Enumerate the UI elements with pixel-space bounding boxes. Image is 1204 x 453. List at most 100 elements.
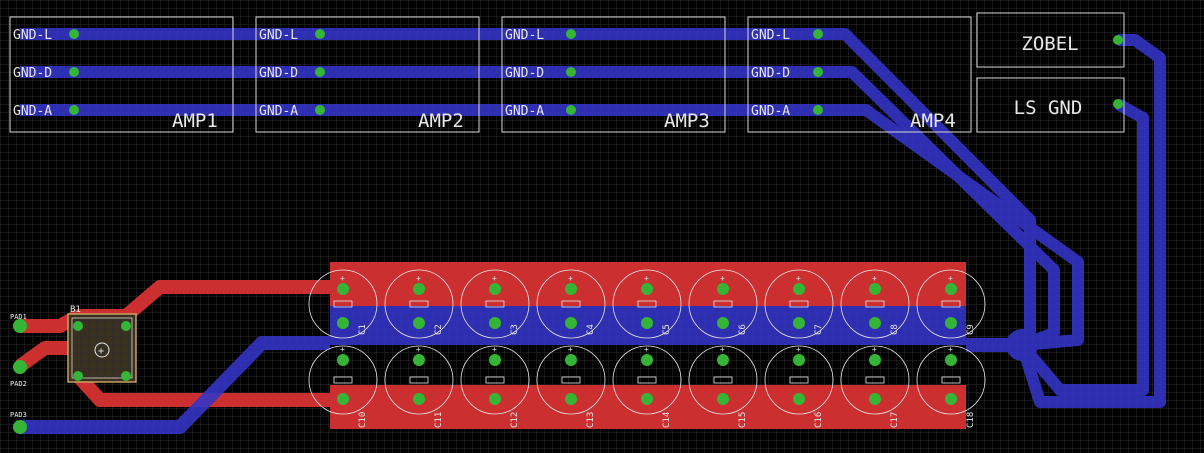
rectifier-pad[interactable] bbox=[121, 321, 131, 331]
capacitor-pad[interactable] bbox=[945, 393, 957, 405]
capacitor-pad[interactable] bbox=[793, 283, 805, 295]
capacitor-pad[interactable] bbox=[489, 393, 501, 405]
capacitor-pad[interactable] bbox=[869, 317, 881, 329]
capacitor-pad[interactable] bbox=[641, 317, 653, 329]
pad[interactable] bbox=[566, 29, 576, 39]
capacitor-pad[interactable] bbox=[565, 354, 577, 366]
capacitor-pad[interactable] bbox=[413, 393, 425, 405]
pad[interactable] bbox=[566, 67, 576, 77]
capacitor-pad[interactable] bbox=[869, 354, 881, 366]
input-pad[interactable] bbox=[13, 360, 27, 374]
capacitor-pad[interactable] bbox=[337, 354, 349, 366]
amp-label: AMP3 bbox=[664, 110, 710, 132]
pin-label: GND-L bbox=[505, 28, 544, 43]
capacitor: +C2 bbox=[384, 269, 454, 339]
capacitor-pad[interactable] bbox=[717, 283, 729, 295]
capacitor-pad[interactable] bbox=[489, 317, 501, 329]
capacitor-pad[interactable] bbox=[413, 317, 425, 329]
capacitor: +C16 bbox=[764, 345, 834, 428]
capacitor-pad[interactable] bbox=[717, 354, 729, 366]
rectifier-pad[interactable] bbox=[121, 371, 131, 381]
capacitor-pad[interactable] bbox=[945, 354, 957, 366]
capacitor-outline bbox=[536, 345, 606, 415]
pad[interactable] bbox=[813, 67, 823, 77]
capacitor-pad[interactable] bbox=[793, 317, 805, 329]
capacitor-pad[interactable] bbox=[641, 283, 653, 295]
capacitor-label: C5 bbox=[662, 324, 672, 335]
capacitor-pad[interactable] bbox=[337, 283, 349, 295]
capacitor-pad[interactable] bbox=[413, 354, 425, 366]
amp-outline bbox=[255, 16, 480, 133]
capacitor-pad[interactable] bbox=[413, 283, 425, 295]
capacitor-polarity-bar bbox=[789, 376, 809, 384]
capacitor-outline bbox=[460, 269, 530, 339]
rectifier-center-marker bbox=[94, 342, 110, 358]
capacitor-pad[interactable] bbox=[337, 317, 349, 329]
pad[interactable] bbox=[69, 67, 79, 77]
capacitor: + C5 bbox=[612, 269, 682, 339]
capacitor-pad[interactable] bbox=[793, 354, 805, 366]
capacitor-pad[interactable] bbox=[717, 393, 729, 405]
capacitor-label: C15 bbox=[738, 412, 748, 428]
capacitor-polarity-bar bbox=[333, 300, 353, 308]
pad[interactable] bbox=[315, 29, 325, 39]
rectifier-pad[interactable] bbox=[73, 321, 83, 331]
capacitor-plus-mark: + bbox=[872, 345, 877, 354]
amp-label: AMP2 bbox=[418, 110, 464, 132]
capacitor-pad[interactable] bbox=[869, 393, 881, 405]
capacitor-pad[interactable] bbox=[641, 354, 653, 366]
capacitor-pad[interactable] bbox=[869, 283, 881, 295]
capacitor: + C15 bbox=[688, 345, 758, 428]
capacitor-label: C12 bbox=[510, 412, 520, 428]
capacitor-label: C3 bbox=[510, 324, 520, 335]
capacitor-pad[interactable] bbox=[489, 283, 501, 295]
capacitor-outline bbox=[612, 269, 682, 339]
capacitor: +C13 bbox=[536, 345, 606, 428]
capacitor-label: C2 bbox=[434, 324, 444, 335]
pad[interactable] bbox=[813, 105, 823, 115]
input-pad[interactable] bbox=[13, 420, 27, 434]
pad-label: PAD2 bbox=[10, 380, 27, 388]
capacitor-outline bbox=[764, 345, 834, 415]
pin-label: GND-D bbox=[13, 66, 52, 81]
pad[interactable] bbox=[566, 105, 576, 115]
capacitor-pad[interactable] bbox=[337, 393, 349, 405]
capacitor-outline bbox=[916, 269, 986, 339]
pad[interactable] bbox=[69, 105, 79, 115]
capacitor-pad[interactable] bbox=[717, 317, 729, 329]
input-pad[interactable] bbox=[13, 319, 27, 333]
capacitor-pad[interactable] bbox=[565, 283, 577, 295]
capacitor-plus-mark: + bbox=[720, 345, 725, 354]
capacitor-label: C7 bbox=[814, 324, 824, 335]
capacitor-polarity-bar bbox=[485, 376, 505, 384]
rectifier-pad[interactable] bbox=[73, 371, 83, 381]
capacitor-pad[interactable] bbox=[565, 317, 577, 329]
ls-gnd-pad[interactable] bbox=[1113, 99, 1123, 109]
capacitor-outline bbox=[384, 269, 454, 339]
capacitor-plus-mark: + bbox=[796, 274, 801, 283]
capacitor: +C3 bbox=[460, 269, 530, 339]
capacitor-plus-mark: + bbox=[644, 345, 649, 354]
pad[interactable] bbox=[69, 29, 79, 39]
capacitor-outline bbox=[308, 269, 378, 339]
amp-block: GND-L GND-D GND-A AMP4 bbox=[747, 16, 972, 133]
pin-label: GND-D bbox=[751, 66, 790, 81]
capacitor-plus-mark: + bbox=[644, 274, 649, 283]
rectifier-plus-mark: + bbox=[98, 346, 104, 357]
capacitor-pad[interactable] bbox=[945, 317, 957, 329]
capacitor-pad[interactable] bbox=[641, 393, 653, 405]
capacitor-pad[interactable] bbox=[565, 393, 577, 405]
amp-block: GND-L GND-D GND-A AMP3 bbox=[501, 16, 726, 133]
capacitor: +C18 bbox=[916, 345, 986, 428]
pad[interactable] bbox=[315, 105, 325, 115]
pad3-ground-trace bbox=[20, 336, 330, 434]
capacitor-outline bbox=[688, 345, 758, 415]
pad[interactable] bbox=[813, 29, 823, 39]
capacitor-polarity-bar bbox=[941, 376, 961, 384]
capacitor-pad[interactable] bbox=[945, 283, 957, 295]
capacitor-pad[interactable] bbox=[489, 354, 501, 366]
capacitor-pad[interactable] bbox=[793, 393, 805, 405]
zobel-pad[interactable] bbox=[1113, 35, 1123, 45]
pad[interactable] bbox=[315, 67, 325, 77]
